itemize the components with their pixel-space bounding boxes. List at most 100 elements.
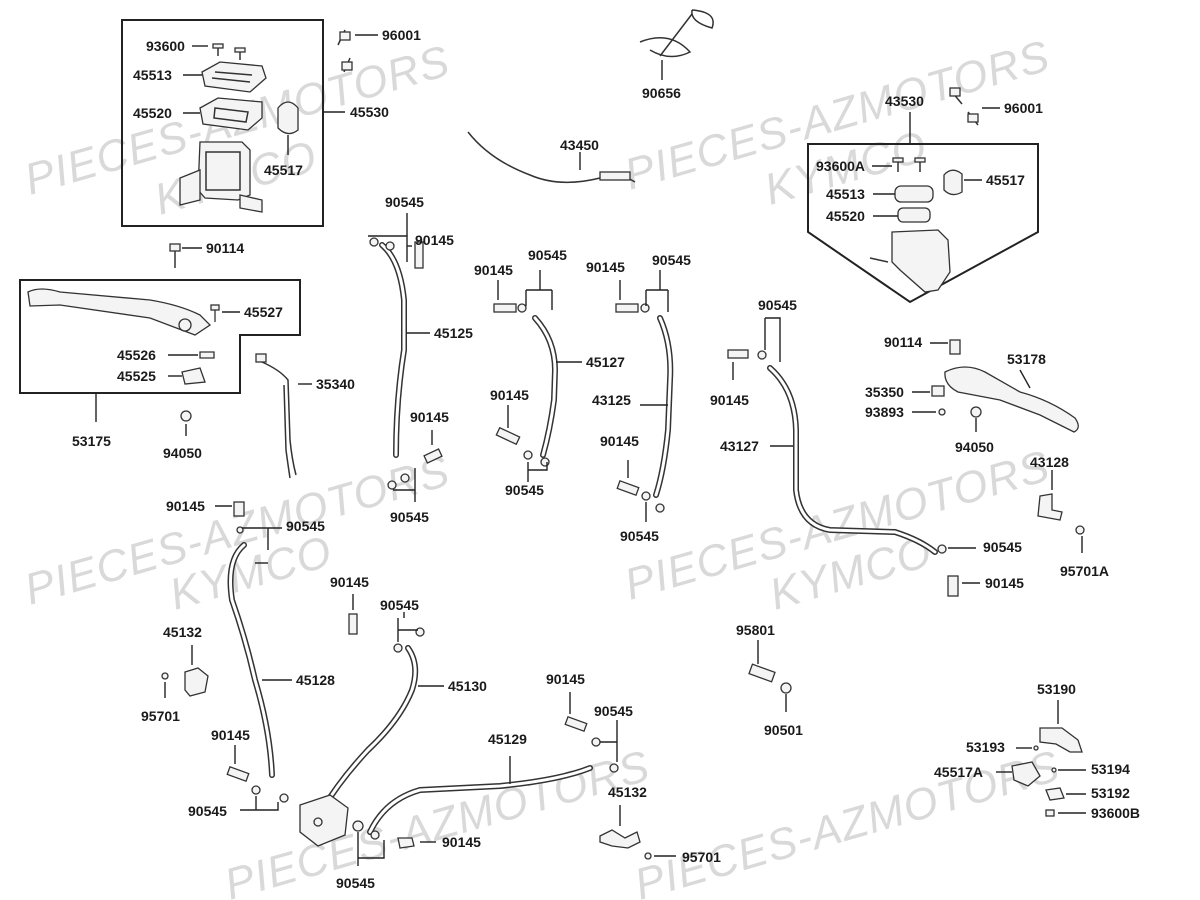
label-45132-b: 45132 bbox=[608, 784, 647, 800]
label-90145-2: 90145 bbox=[410, 409, 449, 425]
label-93600B: 93600B bbox=[1091, 805, 1140, 821]
label-45520: 45520 bbox=[133, 105, 172, 121]
cable-43450: 43450 bbox=[467, 131, 636, 184]
clamp-icon bbox=[943, 169, 963, 196]
label-35340: 35340 bbox=[316, 376, 355, 392]
clamp-bracket-icon bbox=[599, 829, 641, 849]
label-45520-b: 45520 bbox=[826, 208, 865, 224]
label-96001-a: 96001 bbox=[382, 27, 421, 43]
diaphragm-icon bbox=[199, 97, 263, 131]
label-95701-b: 95701 bbox=[682, 849, 721, 865]
label-96001-b: 96001 bbox=[1004, 100, 1043, 116]
label-90545-4: 90545 bbox=[505, 482, 544, 498]
label-90145-5: 90145 bbox=[586, 259, 625, 275]
label-90545-9: 90545 bbox=[286, 518, 325, 534]
label-90545-3: 90545 bbox=[528, 247, 567, 263]
label-53194: 53194 bbox=[1091, 761, 1130, 777]
label-90545-10: 90545 bbox=[188, 803, 227, 819]
master-cylinder-box bbox=[121, 19, 324, 227]
hose-45130: 90145 90545 45130 bbox=[299, 574, 487, 847]
label-53193: 53193 bbox=[966, 739, 1005, 755]
label-90145-12: 90145 bbox=[442, 834, 481, 850]
label-93600: 93600 bbox=[146, 38, 185, 54]
label-90545-2: 90545 bbox=[390, 509, 429, 525]
switch-35340: 35340 bbox=[255, 353, 355, 479]
rear-master-cylinder-box bbox=[807, 143, 1039, 304]
label-45513-b: 45513 bbox=[826, 186, 865, 202]
label-90545-5: 90545 bbox=[652, 252, 691, 268]
label-90545-1: 90545 bbox=[385, 194, 424, 210]
label-45125: 45125 bbox=[434, 325, 473, 341]
label-45517: 45517 bbox=[264, 162, 303, 178]
label-94050-b: 94050 bbox=[955, 439, 994, 455]
watermark-brand-5: PIECES-AZMOTORS bbox=[629, 741, 1065, 900]
label-53192: 53192 bbox=[1091, 785, 1130, 801]
clip-90656: 90656 bbox=[639, 9, 714, 101]
label-93600A: 93600A bbox=[816, 158, 865, 174]
label-43128: 43128 bbox=[1030, 454, 1069, 470]
label-43450: 43450 bbox=[560, 137, 599, 153]
master-cylinder-body-icon bbox=[891, 229, 951, 293]
label-45130: 45130 bbox=[448, 678, 487, 694]
label-90145-1: 90145 bbox=[415, 232, 454, 248]
label-45530: 45530 bbox=[350, 104, 389, 120]
label-45127: 45127 bbox=[586, 354, 625, 370]
clamp-icon bbox=[277, 101, 299, 135]
front-master-cylinder-group: 93600 45513 45520 45517 bbox=[121, 19, 324, 227]
label-43125: 43125 bbox=[592, 392, 631, 408]
bolt-96001-b: 96001 bbox=[949, 87, 1043, 126]
label-90145-3: 90145 bbox=[474, 262, 513, 278]
label-45513: 45513 bbox=[133, 67, 172, 83]
lever-box bbox=[19, 279, 301, 394]
label-94050-a: 94050 bbox=[163, 445, 202, 461]
hose-45127: 90145 90545 45127 90145 90545 bbox=[474, 247, 625, 498]
bolt-96001-a: 96001 bbox=[337, 27, 421, 73]
label-90145-13: 90145 bbox=[546, 671, 585, 687]
label-45128: 45128 bbox=[296, 672, 335, 688]
label-90545-12: 90545 bbox=[336, 875, 375, 891]
label-45517A: 45517A bbox=[934, 764, 983, 780]
bracket-43128: 43128 95701A bbox=[1030, 454, 1109, 579]
pin-icon bbox=[199, 351, 215, 359]
screw-icon bbox=[212, 43, 246, 60]
label-90656: 90656 bbox=[642, 85, 681, 101]
rear-master-cylinder-group: 43530 93600A 45513 45520 45517 bbox=[807, 93, 1039, 304]
label-90545-11: 90545 bbox=[380, 597, 419, 613]
label-90501: 90501 bbox=[764, 722, 803, 738]
label-43530: 43530 bbox=[885, 93, 924, 109]
label-95701-a: 95701 bbox=[141, 708, 180, 724]
hose-45125: 90545 90145 45125 90145 90545 bbox=[368, 194, 473, 525]
hose-45129: 90145 90545 45129 90145 90545 45132 9570… bbox=[336, 671, 721, 891]
reservoir-cover-icon bbox=[894, 185, 934, 203]
label-43127: 43127 bbox=[720, 438, 759, 454]
label-53190: 53190 bbox=[1037, 681, 1076, 697]
junction-block-icon bbox=[299, 794, 349, 847]
label-90545-13: 90545 bbox=[594, 703, 633, 719]
label-90145-8: 90145 bbox=[985, 575, 1024, 591]
label-93893: 93893 bbox=[865, 404, 904, 420]
label-95801: 95801 bbox=[736, 622, 775, 638]
label-90145-7: 90145 bbox=[710, 392, 749, 408]
label-45525: 45525 bbox=[117, 368, 156, 384]
label-90145-4: 90145 bbox=[490, 387, 529, 403]
left-lever-group: 45527 45526 45525 bbox=[19, 279, 301, 394]
bolt-95801: 95801 90501 bbox=[736, 622, 803, 738]
switch-53190-group: 53190 53193 45517A 53194 53192 93600B bbox=[934, 681, 1140, 821]
label-45526: 45526 bbox=[117, 347, 156, 363]
label-90545-8: 90545 bbox=[983, 539, 1022, 555]
label-45132-a: 45132 bbox=[163, 624, 202, 640]
label-90145-11: 90145 bbox=[330, 574, 369, 590]
hose-45128: 90145 90545 45132 95701 45128 90145 9054… bbox=[141, 498, 335, 819]
label-90545-6: 90545 bbox=[620, 528, 659, 544]
hose-43125: 90145 90545 43125 90145 90545 bbox=[586, 252, 691, 544]
label-90114-b: 90114 bbox=[884, 334, 922, 350]
brake-lever-icon bbox=[27, 288, 212, 336]
right-lever-group: 90114 53178 35350 93893 94050 bbox=[865, 334, 1079, 455]
label-90145-6: 90145 bbox=[600, 433, 639, 449]
label-90145-9: 90145 bbox=[166, 498, 205, 514]
washer-94050-a: 94050 bbox=[163, 410, 202, 461]
label-90114-a: 90114 bbox=[206, 240, 244, 256]
bolt-90114-a: 90114 bbox=[169, 240, 244, 268]
label-45129: 45129 bbox=[488, 731, 527, 747]
diaphragm-icon bbox=[897, 207, 931, 223]
